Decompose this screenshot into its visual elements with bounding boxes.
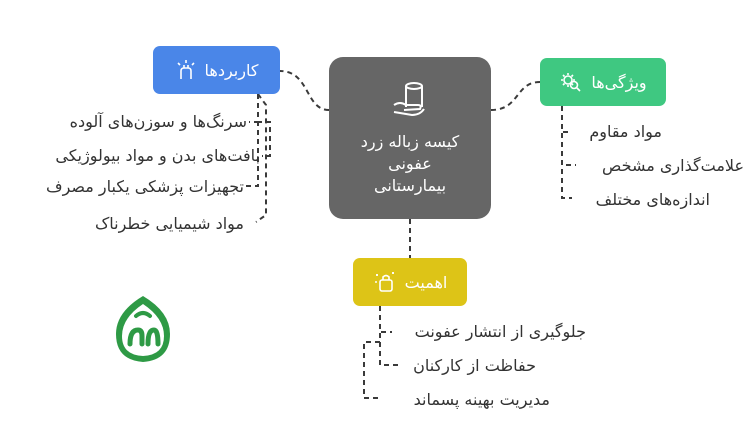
applications-item: بافت‌های بدن و مواد بیولوژیکی — [55, 146, 260, 165]
applications-item: سرنگ‌ها و سوزن‌های آلوده — [69, 112, 247, 131]
node-importance: اهمیت — [353, 258, 467, 306]
importance-item: جلوگیری از انتشار عفونت — [414, 322, 586, 341]
node-features: ویژگی‌ها — [540, 58, 666, 106]
link-feat-item-2 — [561, 106, 576, 166]
node-importance-label: اهمیت — [404, 272, 448, 292]
link-feat-item-1 — [561, 106, 572, 133]
center-title: کیسه زباله زرد عفونی بیمارستانی — [361, 131, 460, 197]
center-title-line: بیمارستانی — [373, 176, 447, 195]
applications-item: مواد شیمیایی خطرناک — [94, 214, 244, 233]
link-app-item-1 — [249, 94, 259, 123]
link-imp-item-3 — [363, 341, 382, 399]
features-item: علامت‌گذاری مشخص — [602, 156, 744, 175]
features-item: مواد مقاوم — [589, 122, 662, 141]
center-title-line: کیسه زباله زرد — [360, 132, 460, 151]
link-imp-item-2 — [379, 306, 398, 366]
node-features-label: ویژگی‌ها — [591, 72, 647, 92]
gear-search-icon — [559, 71, 583, 93]
importance-item: حفاظت از کارکنان — [413, 356, 536, 375]
sparkle-bag-icon — [373, 270, 397, 294]
center-title-line: عفونی — [388, 154, 432, 173]
link-center-features — [490, 81, 541, 111]
node-applications: کاربردها — [153, 46, 280, 94]
trash-bag-hand-icon — [390, 79, 430, 123]
node-applications-label: کاربردها — [204, 60, 259, 80]
green-brand-logo-icon — [108, 290, 178, 370]
center-topic: کیسه زباله زرد عفونی بیمارستانی — [329, 57, 491, 219]
link-imp-item-1 — [379, 306, 392, 333]
link-app-item-3 — [246, 94, 259, 187]
hand-bag-icon — [175, 59, 197, 81]
features-item: اندازه‌های مختلف — [595, 190, 710, 209]
link-app-item-4 — [255, 93, 267, 223]
link-center-applications — [279, 70, 330, 111]
link-feat-item-3 — [561, 106, 572, 199]
importance-item: مدیریت بهینه پسماند — [413, 390, 550, 409]
applications-item: تجهیزات پزشکی یکبار مصرف — [45, 177, 244, 196]
